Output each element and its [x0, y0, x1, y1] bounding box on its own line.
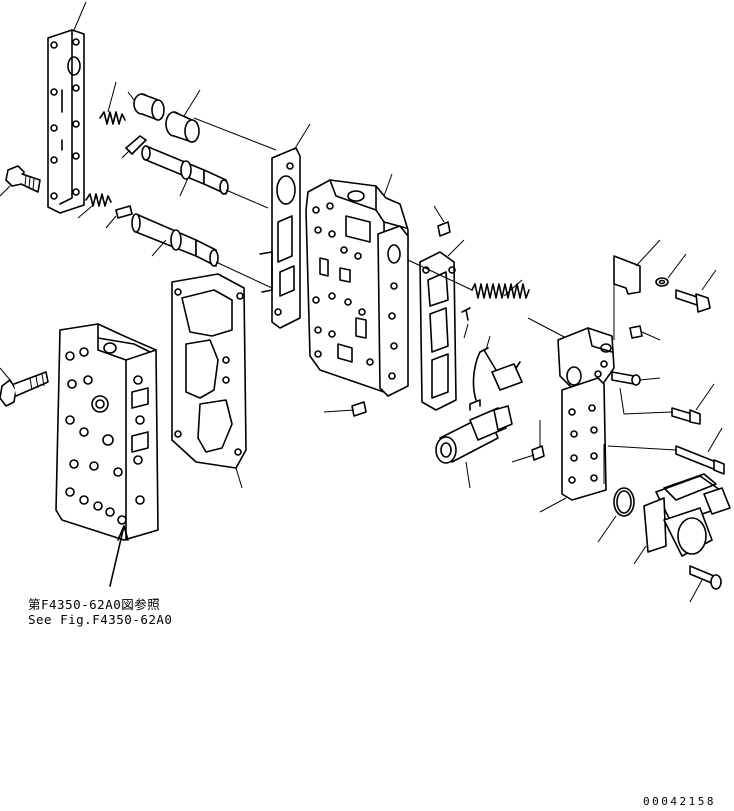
spring-upper-1 — [99, 111, 126, 125]
bolt-lower-left — [0, 371, 49, 407]
leader-plug-small-bottom — [323, 409, 355, 413]
leader-bolt-lower-left — [0, 367, 11, 381]
plug-solenoid — [531, 445, 545, 461]
solenoid-left — [435, 347, 523, 464]
reference-note-japanese: 第F4350-62A0図参照 — [28, 597, 161, 612]
bolt-long-right — [675, 445, 725, 475]
axis-line-upper — [193, 117, 277, 209]
gasket-large — [171, 273, 247, 469]
leader-plug-small-top — [433, 205, 445, 223]
arrow-to-reference — [109, 525, 129, 587]
pin-small — [461, 307, 471, 321]
leader-spring-center — [503, 279, 523, 297]
axis-line-center — [407, 259, 571, 341]
bolt-block — [611, 371, 641, 386]
reference-note-english: See Fig.F4350-62A0 — [28, 612, 173, 627]
leader-bolt-block — [639, 377, 661, 381]
leader-bracket — [635, 239, 661, 267]
leader-valve-block-right — [539, 497, 567, 513]
gasket-middle-right — [419, 251, 457, 411]
leader-valve-body-main — [383, 173, 393, 197]
spool-lower — [131, 213, 219, 267]
valve-body-lower-left — [55, 323, 159, 541]
leader-pin-small — [463, 323, 469, 339]
leader-solenoid-left — [465, 461, 471, 489]
leader-bolt-bottom-right — [689, 579, 703, 603]
pin-lower — [115, 205, 133, 219]
leader-gasket-large — [235, 467, 243, 489]
bolt-right-upper — [675, 289, 711, 313]
leader-cover-plate — [73, 1, 87, 31]
leader-spring-lower — [77, 205, 93, 219]
separator-plate — [259, 147, 301, 329]
pin-upper — [125, 135, 147, 155]
leader-spring-1 — [107, 81, 117, 113]
bracket — [613, 255, 641, 295]
leader-solenoid-wire — [485, 335, 491, 351]
o-ring — [613, 487, 635, 517]
bolt-right-middle — [671, 407, 701, 425]
valve-block-right — [557, 327, 615, 501]
leader-bolt-top-left — [0, 185, 11, 197]
leader-bolt-right-middle — [695, 383, 715, 411]
guide-lines-right — [539, 420, 605, 484]
plug-right — [629, 325, 643, 339]
washer — [655, 277, 669, 287]
leader-washer — [667, 253, 687, 279]
plate-right — [377, 225, 409, 397]
plug-b — [165, 111, 200, 143]
drawing-number: 00042158 — [643, 795, 716, 808]
bolt-top-left — [5, 165, 41, 193]
leader-plug-solenoid — [511, 454, 535, 463]
guide-bolt-right-middle — [619, 387, 673, 415]
leader-spool-upper — [179, 177, 189, 197]
leader-plug-right — [641, 331, 661, 341]
leader-separator-plate — [293, 123, 311, 151]
axis-line-lower — [215, 261, 273, 289]
leader-bolt-long-right — [707, 427, 723, 453]
leader-solenoid-right — [633, 545, 647, 565]
bolt-bottom-right — [689, 565, 722, 590]
leader-spool-lower — [151, 239, 167, 257]
leader-bolt-right-upper — [701, 269, 717, 291]
guide-bolt-long-right — [607, 445, 677, 451]
plug-small-top — [437, 221, 451, 237]
spool-upper — [141, 145, 229, 195]
plug-a — [133, 93, 165, 121]
leader-gasket-middle-right — [447, 239, 465, 257]
leader-plug-b — [183, 89, 201, 117]
leader-pin-upper — [121, 149, 131, 159]
leader-plug-a — [127, 91, 135, 101]
cover-plate-top — [47, 29, 85, 214]
spring-center — [471, 283, 530, 299]
plug-small-bottom — [351, 401, 367, 417]
leader-pin-lower — [105, 215, 117, 229]
leader-o-ring — [597, 515, 617, 543]
solenoid-right — [643, 473, 731, 557]
spring-lower — [85, 193, 112, 207]
